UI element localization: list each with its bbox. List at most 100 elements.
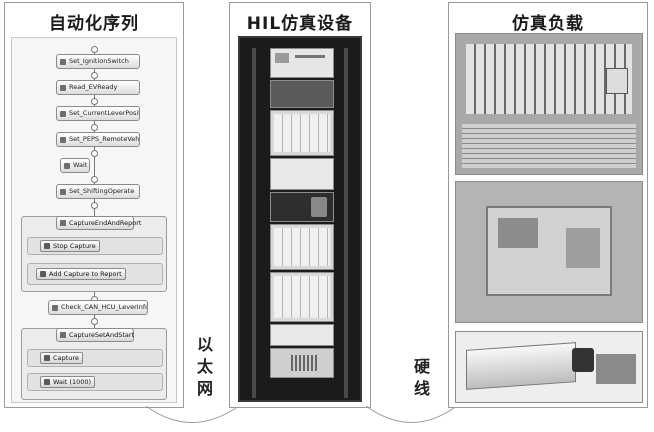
stop-capture-button[interactable]: Stop Capture [40, 240, 100, 252]
simulation-load-panel: 仿真负载 [448, 2, 648, 408]
automation-sequence-panel: 自动化序列 Set_IgnitionSwitch Read_EVReady Se… [4, 2, 184, 408]
add-step-icon[interactable] [91, 176, 98, 183]
power-unit [270, 348, 334, 378]
sequence-step[interactable]: Set_IgnitionSwitch [56, 54, 140, 69]
group-icon [60, 220, 66, 226]
add-step-icon[interactable] [91, 202, 98, 209]
group-item-row: Add Capture to Report [27, 263, 163, 285]
step-icon [60, 188, 66, 195]
add-capture-to-report-button[interactable]: Add Capture to Report [36, 268, 126, 280]
group-header[interactable]: CaptureSetAndStart [56, 328, 134, 342]
blank-unit [270, 158, 334, 190]
add-step-icon[interactable] [91, 98, 98, 105]
label-char: 硬 [413, 357, 430, 376]
open-drawer [486, 206, 612, 296]
group-icon [60, 332, 66, 338]
group-header-label: CaptureSetAndStart [69, 331, 135, 339]
sequence-flow: Set_IgnitionSwitch Read_EVReady Set_Curr… [11, 37, 177, 403]
group-item-row: Wait (1000) [27, 373, 163, 391]
step-label: Set_PEPS_RemoteVehicle [69, 135, 140, 143]
item-label: Add Capture to Report [49, 270, 122, 278]
add-step-icon[interactable] [91, 124, 98, 131]
stop-icon [44, 243, 50, 249]
cabinet-rail [344, 48, 348, 398]
front-panel-unit [270, 48, 334, 78]
step-icon [60, 84, 66, 91]
sequence-step[interactable]: Check_CAN_HCU_LeverInfo [48, 300, 148, 315]
hardwire-label: 硬线 [413, 356, 431, 400]
blank-unit [270, 324, 334, 346]
label-strip [295, 55, 325, 58]
vent-grille [291, 355, 319, 371]
label-char: 太 [196, 357, 213, 376]
add-step-icon[interactable] [91, 46, 98, 53]
dark-unit [270, 80, 334, 108]
capture-icon [44, 355, 50, 361]
wait-1000-button[interactable]: Wait (1000) [40, 376, 96, 388]
open-unit [270, 192, 334, 222]
item-label: Stop Capture [53, 242, 96, 250]
hil-device-panel: HIL仿真设备 [229, 2, 371, 408]
capture-button[interactable]: Capture [40, 352, 83, 364]
slide-rails [462, 124, 636, 168]
hil-title: HIL仿真设备 [246, 14, 354, 34]
add-step-icon[interactable] [91, 318, 98, 325]
sequence-title: 自动化序列 [49, 14, 139, 34]
sequence-step[interactable]: Set_CurrentLeverPosition [56, 106, 140, 121]
sequence-group[interactable]: CaptureSetAndStart Capture Wait (1000) [21, 328, 167, 400]
load-module [466, 342, 576, 390]
backplane-connectors [466, 44, 632, 114]
wait-icon [64, 162, 70, 169]
card-slots [274, 228, 330, 266]
step-icon [52, 304, 58, 311]
display-icon [275, 53, 289, 63]
step-label: Read_EVReady [69, 83, 118, 91]
step-label: Wait [73, 161, 88, 169]
junction-box [606, 68, 628, 94]
step-icon [60, 58, 66, 65]
load-board [498, 218, 538, 248]
hil-cabinet-photo [238, 36, 362, 402]
load-photo-module [455, 331, 643, 403]
fan-icon [311, 197, 327, 217]
load-board [566, 228, 600, 268]
load-photo-rack [455, 33, 643, 175]
group-header[interactable]: CaptureEndAndReport [56, 216, 141, 230]
ethernet-label: 以太网 [196, 334, 214, 400]
group-header-label: CaptureEndAndReport [69, 219, 142, 227]
load-title: 仿真负载 [512, 14, 584, 34]
card-rack [270, 272, 334, 322]
sequence-step[interactable]: Set_ShiftingOperate [56, 184, 140, 199]
group-item-row: Capture [27, 349, 163, 367]
label-char: 线 [413, 379, 430, 398]
sequence-step[interactable]: Set_PEPS_RemoteVehicle [56, 132, 140, 147]
fan-icon [572, 348, 594, 372]
step-icon [60, 110, 66, 117]
hardwire-arc [365, 405, 455, 423]
cabinet-rail [252, 48, 256, 398]
item-label: Capture [53, 354, 79, 362]
sequence-step[interactable]: Read_EVReady [56, 80, 140, 95]
report-icon [40, 271, 46, 277]
label-char: 网 [196, 379, 213, 398]
item-label: Wait (1000) [53, 378, 92, 386]
step-label: Check_CAN_HCU_LeverInfo [61, 303, 148, 311]
pcb-board [596, 354, 636, 384]
add-step-icon[interactable] [91, 72, 98, 79]
card-rack [270, 224, 334, 270]
card-slots [274, 114, 330, 152]
step-icon [60, 136, 66, 143]
card-rack [270, 110, 334, 156]
load-photo-drawer [455, 181, 643, 323]
sequence-group[interactable]: CaptureEndAndReport Stop Capture Add Cap… [21, 216, 167, 292]
add-step-icon[interactable] [91, 150, 98, 157]
ethernet-arc [145, 405, 237, 423]
label-char: 以 [196, 335, 213, 354]
clock-icon [44, 379, 50, 385]
card-slots [274, 276, 330, 318]
step-label: Set_ShiftingOperate [69, 187, 135, 195]
sequence-step[interactable]: Wait [60, 158, 90, 173]
step-label: Set_IgnitionSwitch [69, 57, 129, 65]
group-item-row: Stop Capture [27, 237, 163, 255]
step-label: Set_CurrentLeverPosition [69, 109, 139, 117]
